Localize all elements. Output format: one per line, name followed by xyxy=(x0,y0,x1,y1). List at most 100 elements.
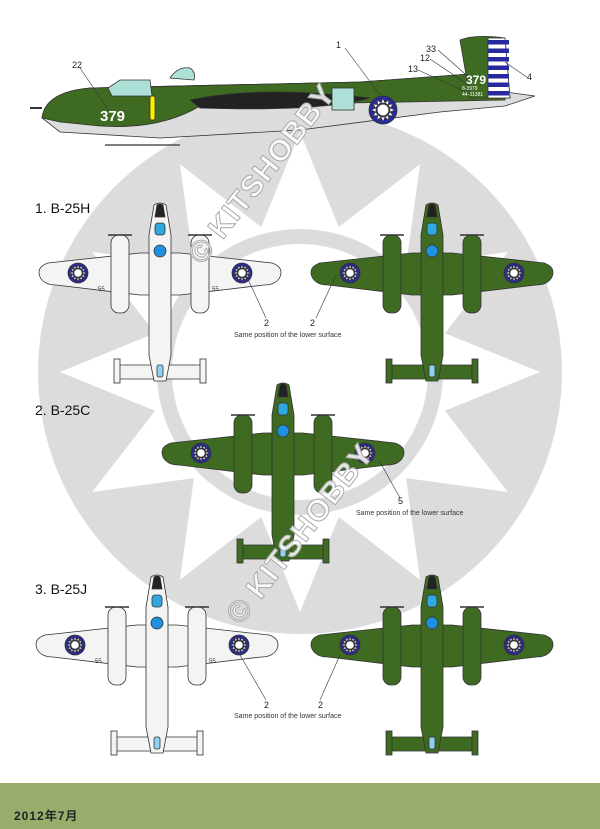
lower-surface-note: Same position of the lower surface xyxy=(356,510,464,517)
callout-leader xyxy=(504,61,529,79)
nose-cone xyxy=(154,203,166,218)
b25h-side-view xyxy=(30,36,536,146)
roundel-center xyxy=(70,640,80,650)
callout-number: 22 xyxy=(72,60,83,70)
tail-fin xyxy=(471,358,479,384)
tail-fin xyxy=(236,538,244,564)
tail-gunner-position xyxy=(153,736,161,750)
tail-gunner-position xyxy=(156,364,164,378)
roundel-center xyxy=(345,268,355,278)
tail-fin xyxy=(113,358,121,384)
tail-stripe-blue xyxy=(488,65,509,70)
roundel-center xyxy=(509,640,519,650)
callout-leader xyxy=(437,49,473,81)
waist-window xyxy=(331,87,355,111)
tail-stripe-blue xyxy=(488,91,509,96)
top-turret xyxy=(169,67,195,81)
engine-nacelle xyxy=(462,234,482,314)
b25h-lower-view xyxy=(38,202,282,384)
tail-fin xyxy=(196,730,204,756)
roundel-center xyxy=(376,103,390,117)
footer-date: 2012年7月 xyxy=(14,809,79,823)
callout-number: 33 xyxy=(426,44,437,54)
canopy xyxy=(426,222,438,236)
callout-leader xyxy=(245,274,267,319)
lower-surface-note: Same position of the lower surface xyxy=(234,713,342,720)
roundel-center xyxy=(234,640,244,650)
tail-stripes xyxy=(487,37,511,99)
nose-cone xyxy=(426,575,438,590)
callout-number: 5 xyxy=(398,496,404,506)
tail-fin xyxy=(385,358,393,384)
tail-serial: 8-3979 xyxy=(462,86,478,92)
variant-label-b25h: 1. B-25H xyxy=(35,200,91,216)
artwork: 55 55 55 55 xyxy=(30,36,562,756)
variant-label-b25j: 3. B-25J xyxy=(35,581,88,597)
callout-leader xyxy=(315,274,337,319)
tail-fin xyxy=(199,358,207,384)
tail-fin xyxy=(322,538,330,564)
engine-nacelle xyxy=(110,234,130,314)
tail-stripe-blue xyxy=(488,40,509,45)
tail-stripe-blue xyxy=(488,48,509,53)
roundel-center xyxy=(73,268,83,278)
nose-cone xyxy=(426,203,438,218)
b25c-upper-view xyxy=(161,382,405,564)
tail-stripe-blue xyxy=(488,82,509,87)
callout-leader xyxy=(344,47,381,96)
b25j-lower-view xyxy=(35,574,279,756)
yellow-stripe xyxy=(149,95,156,121)
fuselage xyxy=(271,382,295,562)
nose-cone xyxy=(151,575,163,590)
engine-nacelle xyxy=(187,606,207,686)
engine-nacelle xyxy=(382,606,402,686)
tail-fin xyxy=(471,730,479,756)
callout-number: 2 xyxy=(264,318,270,328)
cockpit-canopy xyxy=(107,79,153,97)
wing-code: 55 xyxy=(95,659,102,665)
engine-shadow xyxy=(189,91,371,110)
callout-number: 2 xyxy=(310,318,316,328)
callout-leader xyxy=(379,461,401,499)
callout-number: 2 xyxy=(318,700,324,710)
callout-number: 2 xyxy=(264,700,270,710)
roundel-center xyxy=(237,268,247,278)
wing-code: 55 xyxy=(212,287,219,293)
engine-nacelle xyxy=(233,414,253,494)
engine-nacelle xyxy=(462,606,482,686)
tail-fin xyxy=(385,730,393,756)
callout-leader xyxy=(79,67,111,113)
variant-label-b25c: 2. B-25C xyxy=(35,402,91,418)
turret-icon xyxy=(425,244,439,258)
turret-icon xyxy=(276,424,290,438)
roundel-center xyxy=(196,448,206,458)
callout-number: 12 xyxy=(420,53,431,63)
engine-nacelle xyxy=(382,234,402,314)
canopy xyxy=(426,594,438,608)
tail-gunner-position xyxy=(428,736,436,750)
engine-nacelle xyxy=(107,606,127,686)
wing-code: 55 xyxy=(98,287,105,293)
tail-number: 379 xyxy=(466,73,487,87)
turret-icon xyxy=(153,244,167,258)
callout-number: 13 xyxy=(408,64,419,74)
canopy xyxy=(154,222,166,236)
tail-stripe-blue xyxy=(488,74,509,79)
canopy xyxy=(151,594,163,608)
canopy xyxy=(277,402,289,416)
lower-surface-note: Same position of the lower surface xyxy=(234,332,342,339)
fuselage xyxy=(420,574,444,754)
callout-leader xyxy=(417,69,467,93)
tail-gunner-position xyxy=(428,364,436,378)
b25h-upper-view xyxy=(310,202,554,384)
turret-icon xyxy=(150,616,164,630)
tail-serial: 44-31381 xyxy=(462,92,484,98)
footer-band: 2012年7月 xyxy=(0,783,600,829)
fuselage xyxy=(148,202,172,382)
nose-cone xyxy=(277,383,289,398)
callout-leader xyxy=(319,654,341,701)
nose-number: 379 xyxy=(100,108,126,125)
wing-code: 55 xyxy=(209,659,216,665)
b25j-upper-view xyxy=(310,574,554,756)
